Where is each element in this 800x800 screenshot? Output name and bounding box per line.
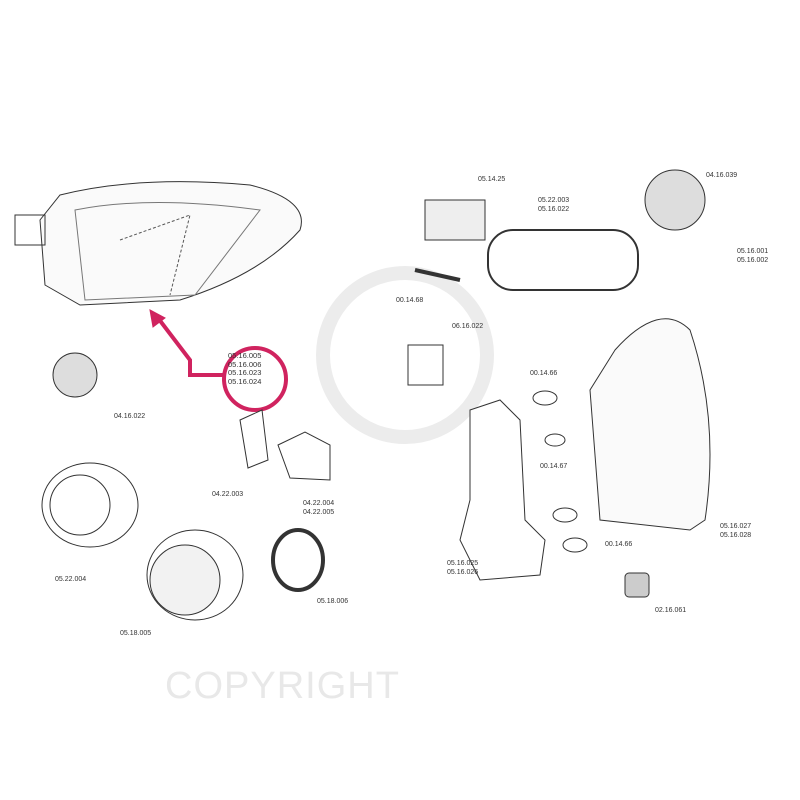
switch bbox=[424, 199, 486, 241]
part-label: 04.16.022 bbox=[114, 413, 146, 420]
part-label: 05.18.005 bbox=[120, 630, 152, 637]
cap bbox=[624, 572, 650, 598]
part-code: 05.16.023 bbox=[228, 368, 262, 378]
fog-lamp-ring bbox=[271, 528, 325, 592]
copyright-watermark: COPYRIGHT bbox=[165, 665, 400, 707]
connector bbox=[407, 344, 444, 386]
part-label: 00.14.67 bbox=[540, 463, 568, 470]
callout-arrow bbox=[156, 316, 225, 377]
bulb bbox=[562, 537, 588, 553]
part-label: 00.14.66 bbox=[530, 370, 558, 377]
headlamp bbox=[14, 181, 302, 306]
pin bbox=[414, 268, 461, 282]
bulb bbox=[532, 390, 558, 406]
clip bbox=[239, 409, 269, 469]
part-label: 04.22.003 bbox=[212, 491, 244, 498]
reflector-right bbox=[644, 169, 706, 231]
part-code: 05.16.005 bbox=[228, 351, 262, 360]
fog-lamp bbox=[146, 529, 244, 621]
part-label: 05.22.004 bbox=[55, 576, 87, 583]
part-label: 05.18.006 bbox=[317, 598, 349, 605]
part-label: 05.14.25 bbox=[478, 176, 506, 183]
tail-lamp bbox=[589, 318, 711, 531]
part-label: 04.16.039 bbox=[706, 172, 738, 179]
third-brake-lamp bbox=[487, 229, 639, 291]
part-code: 05.16.006 bbox=[228, 359, 262, 369]
bulb bbox=[544, 433, 566, 447]
part-label: 00.14.68 bbox=[396, 297, 424, 304]
part-label: 00.14.66 bbox=[605, 541, 633, 548]
bulb bbox=[552, 507, 578, 523]
bulb-holder bbox=[459, 399, 546, 581]
part-label: 02.16.061 bbox=[655, 607, 687, 614]
part-label: 06.16.022 bbox=[452, 323, 484, 330]
highlighted-part-codes: 05.16.005 05.16.006 05.16.023 05.16.024 bbox=[228, 351, 262, 386]
reflector-left bbox=[52, 352, 98, 398]
callout-circle bbox=[222, 346, 288, 412]
fog-lamp-housing bbox=[41, 462, 139, 548]
part-code: 05.16.024 bbox=[228, 376, 262, 386]
watermark-logo bbox=[316, 266, 494, 444]
bracket bbox=[277, 431, 331, 481]
